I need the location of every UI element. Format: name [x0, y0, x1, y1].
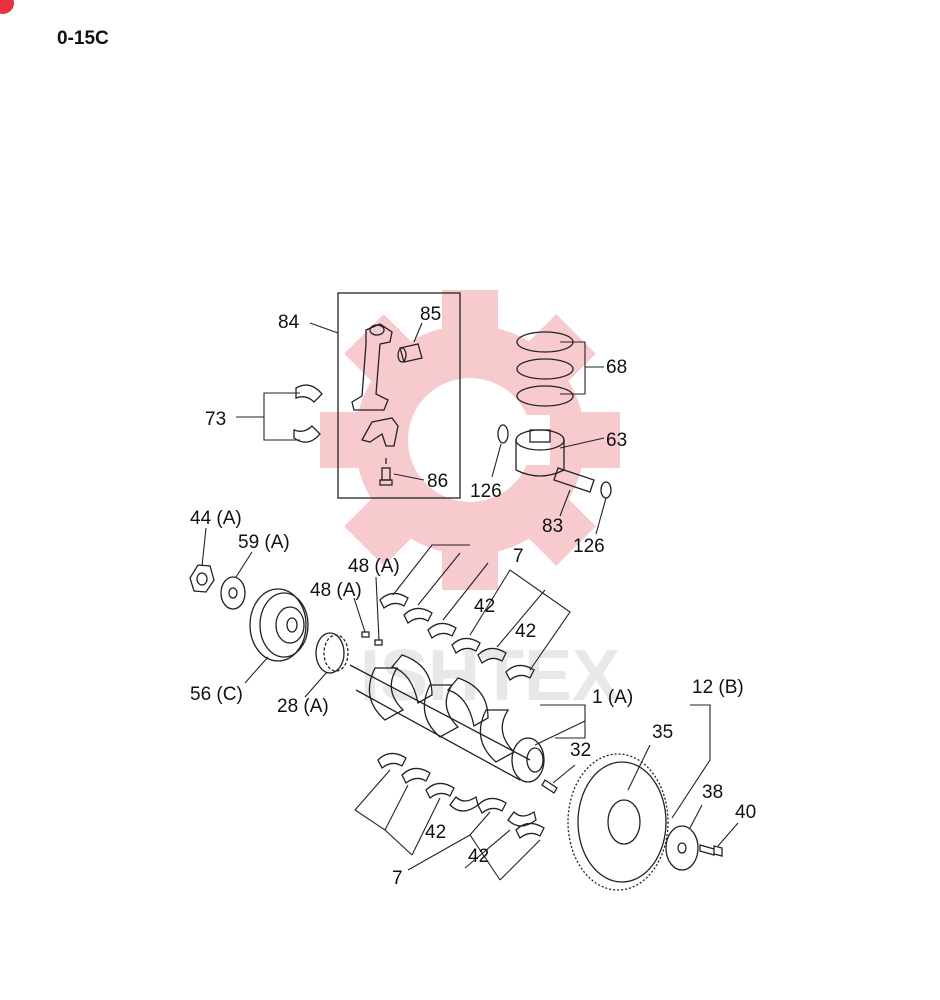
label-126-left: 126 [470, 481, 502, 502]
snap-ring-left [497, 424, 509, 444]
label-48-upper: 48 (A) [348, 556, 400, 577]
label-73: 73 [205, 409, 226, 430]
key-left [361, 631, 370, 638]
leader-lines [201, 322, 739, 881]
label-68: 68 [606, 357, 627, 378]
flywheel-plate [665, 825, 699, 871]
dowel-pin [541, 779, 558, 794]
label-63: 63 [606, 430, 627, 451]
label-1: 1 (A) [592, 687, 633, 708]
label-85: 85 [420, 304, 441, 325]
label-86: 86 [427, 471, 448, 492]
upper-main-bearings [379, 592, 535, 682]
label-83: 83 [542, 516, 563, 537]
flywheel [567, 753, 669, 891]
crank-gear [315, 632, 349, 674]
rod-bearing-pair [293, 384, 323, 443]
page-code: 0-15C [57, 28, 109, 49]
watermark-gear-icon [320, 290, 620, 590]
label-48-lower: 48 (A) [310, 580, 362, 601]
crankshaft [349, 654, 545, 783]
label-38: 38 [702, 782, 723, 803]
watermark-text: ISHTEX [360, 636, 620, 716]
label-44: 44 (A) [190, 508, 242, 529]
label-42-upper-b: 42 [515, 621, 536, 642]
label-126-right: 126 [573, 536, 605, 557]
label-40: 40 [735, 802, 756, 823]
label-32: 32 [570, 740, 591, 761]
label-42-lower-a: 42 [425, 822, 446, 843]
label-35: 35 [652, 722, 673, 743]
label-7-upper: 7 [513, 546, 524, 567]
lower-main-bearings [377, 752, 545, 840]
label-56: 56 (C) [190, 684, 243, 705]
thrust-washer [220, 576, 246, 610]
label-42-lower-b: 42 [468, 846, 489, 867]
label-84: 84 [278, 312, 300, 333]
piston-pin [553, 467, 595, 493]
label-28: 28 (A) [277, 696, 329, 717]
label-42-upper-a: 42 [474, 596, 495, 617]
corner-badge [0, 0, 14, 14]
label-59: 59 (A) [238, 532, 290, 553]
flywheel-bolt [699, 844, 723, 857]
label-12: 12 (B) [692, 677, 744, 698]
crank-pulley [249, 588, 309, 662]
connecting-rod-box [337, 292, 461, 499]
crank-nut [189, 564, 215, 593]
snap-ring-right [600, 481, 612, 499]
label-7-lower: 7 [392, 868, 403, 889]
